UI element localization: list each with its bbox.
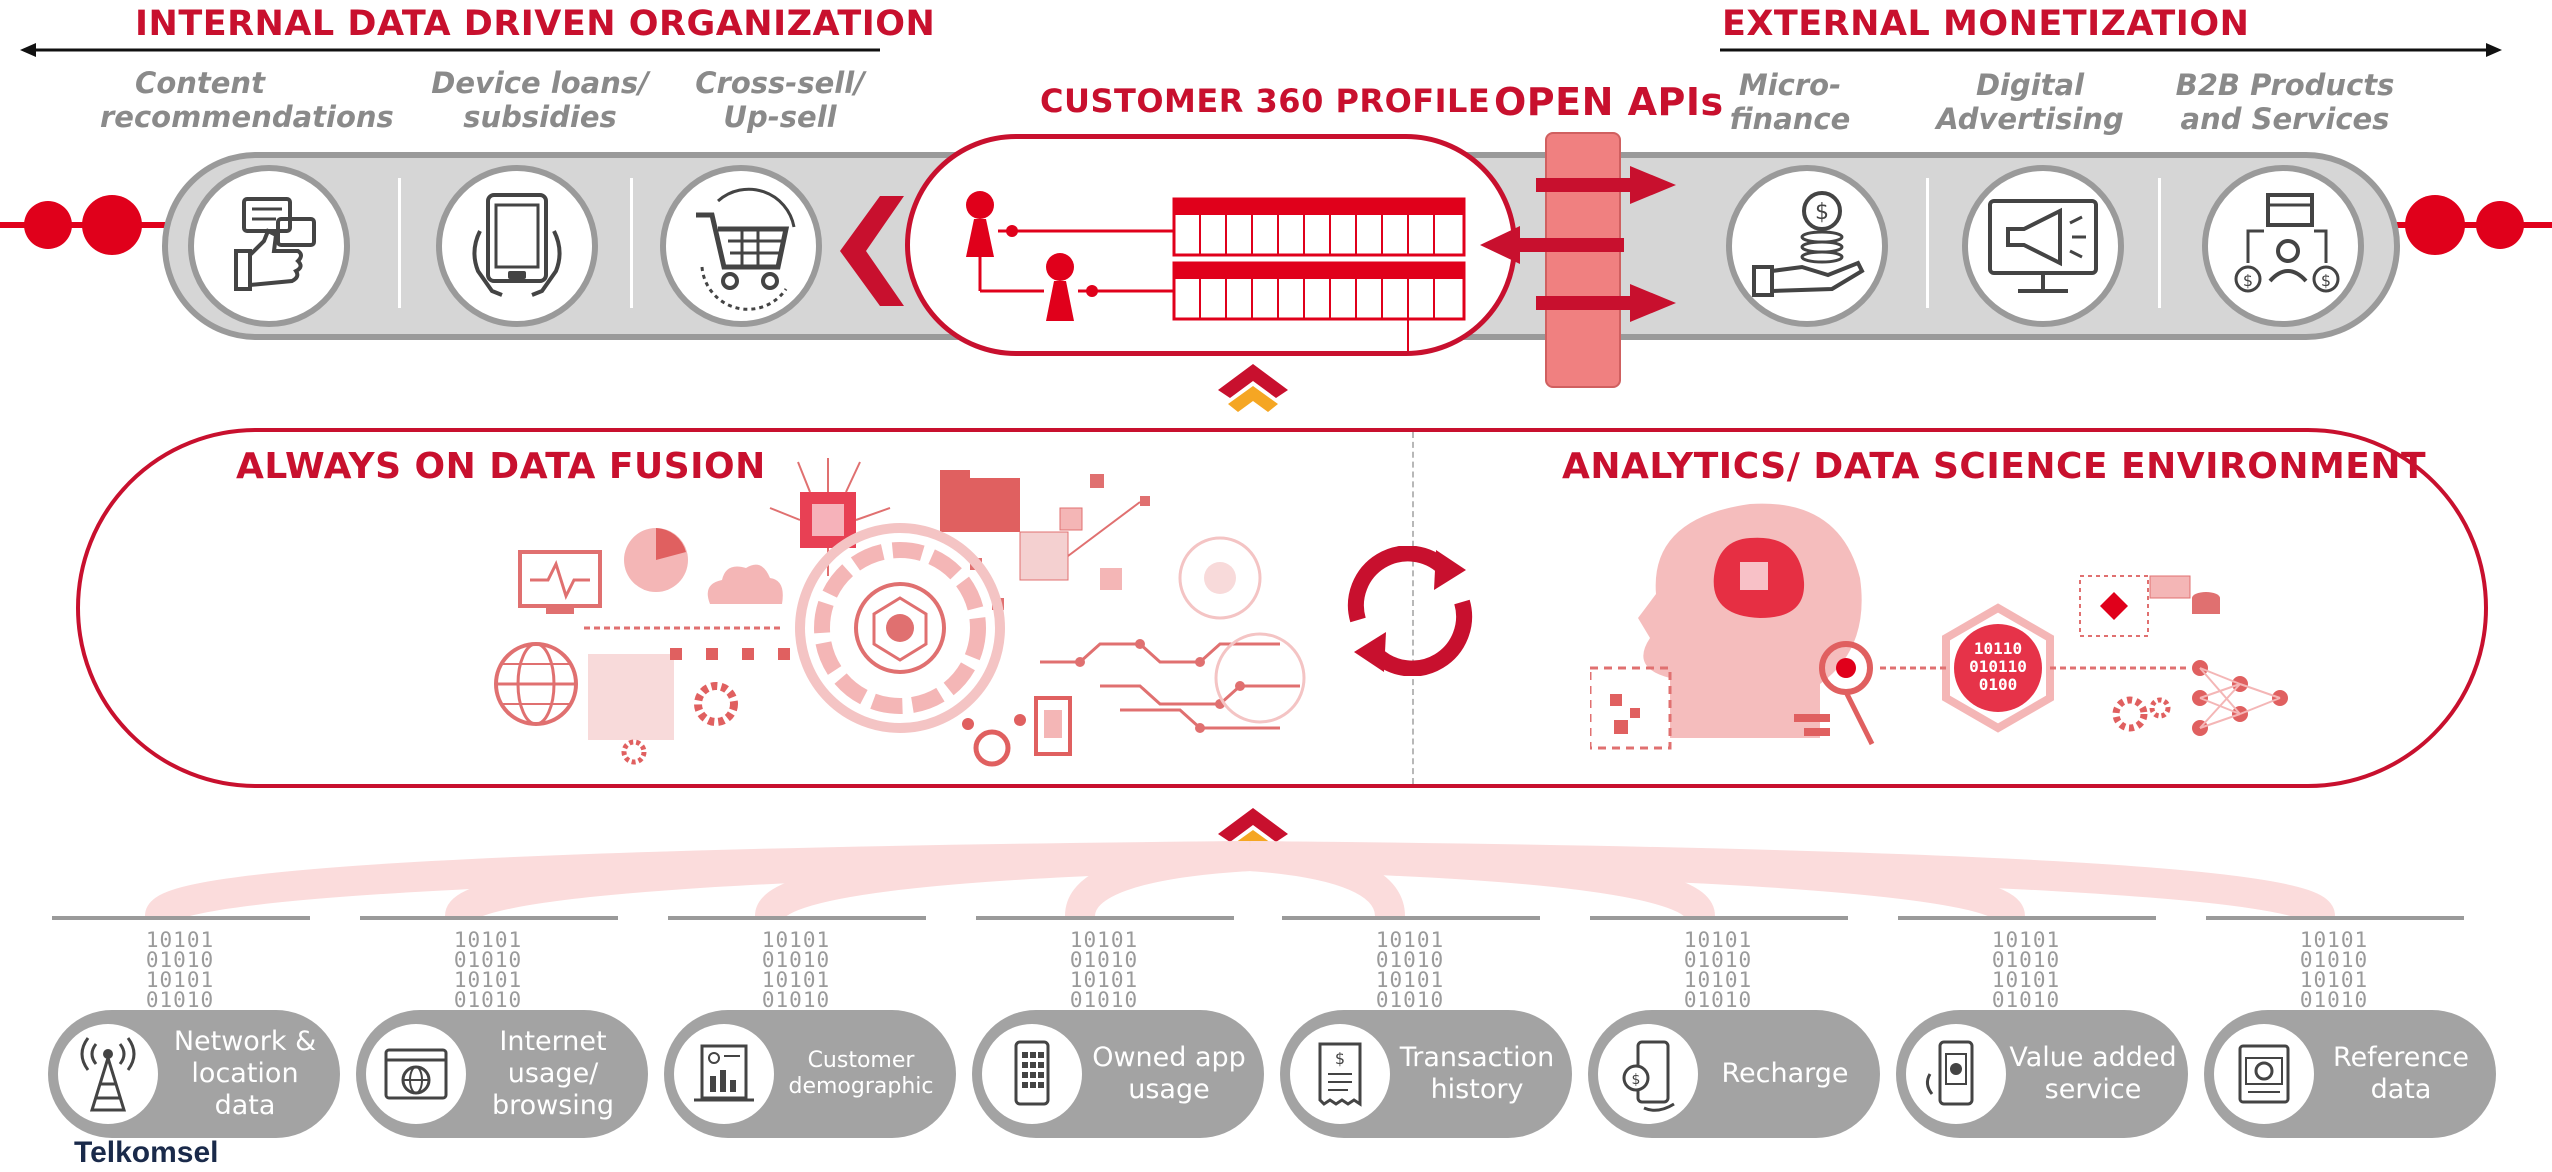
- open-apis-title: OPEN APIs: [1494, 80, 1724, 124]
- api-arrows: [1480, 166, 1676, 322]
- label-micro-finance: Micro- finance: [1729, 68, 1851, 136]
- source-internet-usage: Internet usage/ browsing: [356, 1010, 648, 1138]
- source-label: Recharge: [1721, 1058, 1849, 1089]
- svg-text:$: $: [2243, 271, 2253, 290]
- right-connector-dots: [2390, 195, 2552, 255]
- shopping-cart-icon: [660, 165, 822, 327]
- band-divider: [1412, 432, 1414, 784]
- storefront-exchange-icon: $ $: [2202, 165, 2364, 327]
- data-fusion-band: [76, 428, 2488, 788]
- label-b2b: B2B Products and Services: [2175, 68, 2395, 136]
- analytics-title: ANALYTICS/ DATA SCIENCE ENVIRONMENT: [1562, 446, 2427, 487]
- svg-text:$: $: [1632, 1072, 1641, 1088]
- data-fusion-illustration: [494, 458, 1306, 767]
- label-cross-sell: Cross-sell/ Up-sell: [695, 66, 865, 134]
- source-label: Value added service: [2009, 1042, 2177, 1105]
- source-network-location: Network & location data: [48, 1010, 340, 1138]
- source-divider: [52, 916, 310, 920]
- customer-360-profile-box: [905, 134, 1517, 356]
- receipt-dollar-icon: $: [1290, 1024, 1390, 1124]
- source-label: Reference data: [2333, 1042, 2469, 1105]
- binary-center-line: 010110: [1969, 657, 2027, 676]
- source-label: Internet usage/ browsing: [491, 1026, 615, 1121]
- label-content-recommendations: Content recommendations: [100, 66, 394, 134]
- binary-center-line: 10110: [1974, 639, 2022, 658]
- tablet-hands-icon: [436, 165, 598, 327]
- brand-logo-text: Telkomsel: [74, 1136, 219, 1169]
- label-device-loans: Device loans/ subsidies: [431, 66, 649, 134]
- thumbs-up-chat-icon: [188, 165, 350, 327]
- source-label: Owned app usage: [1092, 1042, 1246, 1105]
- source-label: Customer demographic: [788, 1048, 934, 1099]
- separator: [630, 178, 633, 308]
- cell-tower-icon: [58, 1024, 158, 1124]
- chevron-left-icon: [840, 196, 904, 306]
- profile-title: CUSTOMER 360 PROFILE: [1040, 82, 1491, 120]
- source-divider: [976, 916, 1234, 920]
- coin-hand-icon: $: [1726, 165, 1888, 327]
- source-transaction-history: $ Transaction history: [1280, 1010, 1572, 1138]
- source-divider: [2206, 916, 2464, 920]
- source-owned-app-usage: Owned app usage: [972, 1010, 1264, 1138]
- demographic-report-icon: [674, 1024, 774, 1124]
- source-label: Transaction history: [1399, 1042, 1555, 1105]
- svg-text:$: $: [1335, 1049, 1345, 1068]
- open-api-gateway: [1545, 132, 1621, 388]
- source-customer-demographic: Customer demographic: [664, 1010, 956, 1138]
- source-divider: [1898, 916, 2156, 920]
- ai-head-illustration: 10110 010110 0100: [1590, 503, 2288, 750]
- browser-globe-icon: [366, 1024, 466, 1124]
- source-divider: [1282, 916, 1540, 920]
- source-label: Network & location data: [173, 1026, 317, 1121]
- source-divider: [668, 916, 926, 920]
- source-flow-arcs: [145, 841, 2335, 916]
- separator: [1926, 178, 1929, 308]
- up-chevron-icon: [1218, 364, 1288, 412]
- source-recharge: $ Recharge: [1588, 1010, 1880, 1138]
- svg-text:$: $: [2321, 271, 2331, 290]
- phone-service-icon: [1906, 1024, 2006, 1124]
- label-digital-advertising: Digital Advertising: [1936, 68, 2124, 136]
- internal-arrow: [20, 43, 880, 57]
- source-value-added-service: Value added service: [1896, 1010, 2188, 1138]
- binary-center-line: 0100: [1979, 675, 2018, 694]
- source-divider: [1590, 916, 1848, 920]
- svg-text:$: $: [1815, 200, 1829, 225]
- external-arrow: [1720, 43, 2502, 57]
- external-title: EXTERNAL MONETIZATION: [1722, 4, 2250, 44]
- left-connector-dots: [0, 195, 170, 255]
- source-divider: [360, 916, 618, 920]
- megaphone-monitor-icon: [1962, 165, 2124, 327]
- fusion-title: ALWAYS ON DATA FUSION: [236, 446, 766, 487]
- phone-recharge-icon: $: [1598, 1024, 1698, 1124]
- smartphone-apps-icon: [982, 1024, 1082, 1124]
- separator: [398, 178, 401, 308]
- reference-card-icon: [2214, 1024, 2314, 1124]
- separator: [2158, 178, 2161, 308]
- internal-title: INTERNAL DATA DRIVEN ORGANIZATION: [135, 4, 936, 44]
- sync-cycle-icon: [1348, 546, 1472, 676]
- source-reference-data: Reference data: [2204, 1010, 2496, 1138]
